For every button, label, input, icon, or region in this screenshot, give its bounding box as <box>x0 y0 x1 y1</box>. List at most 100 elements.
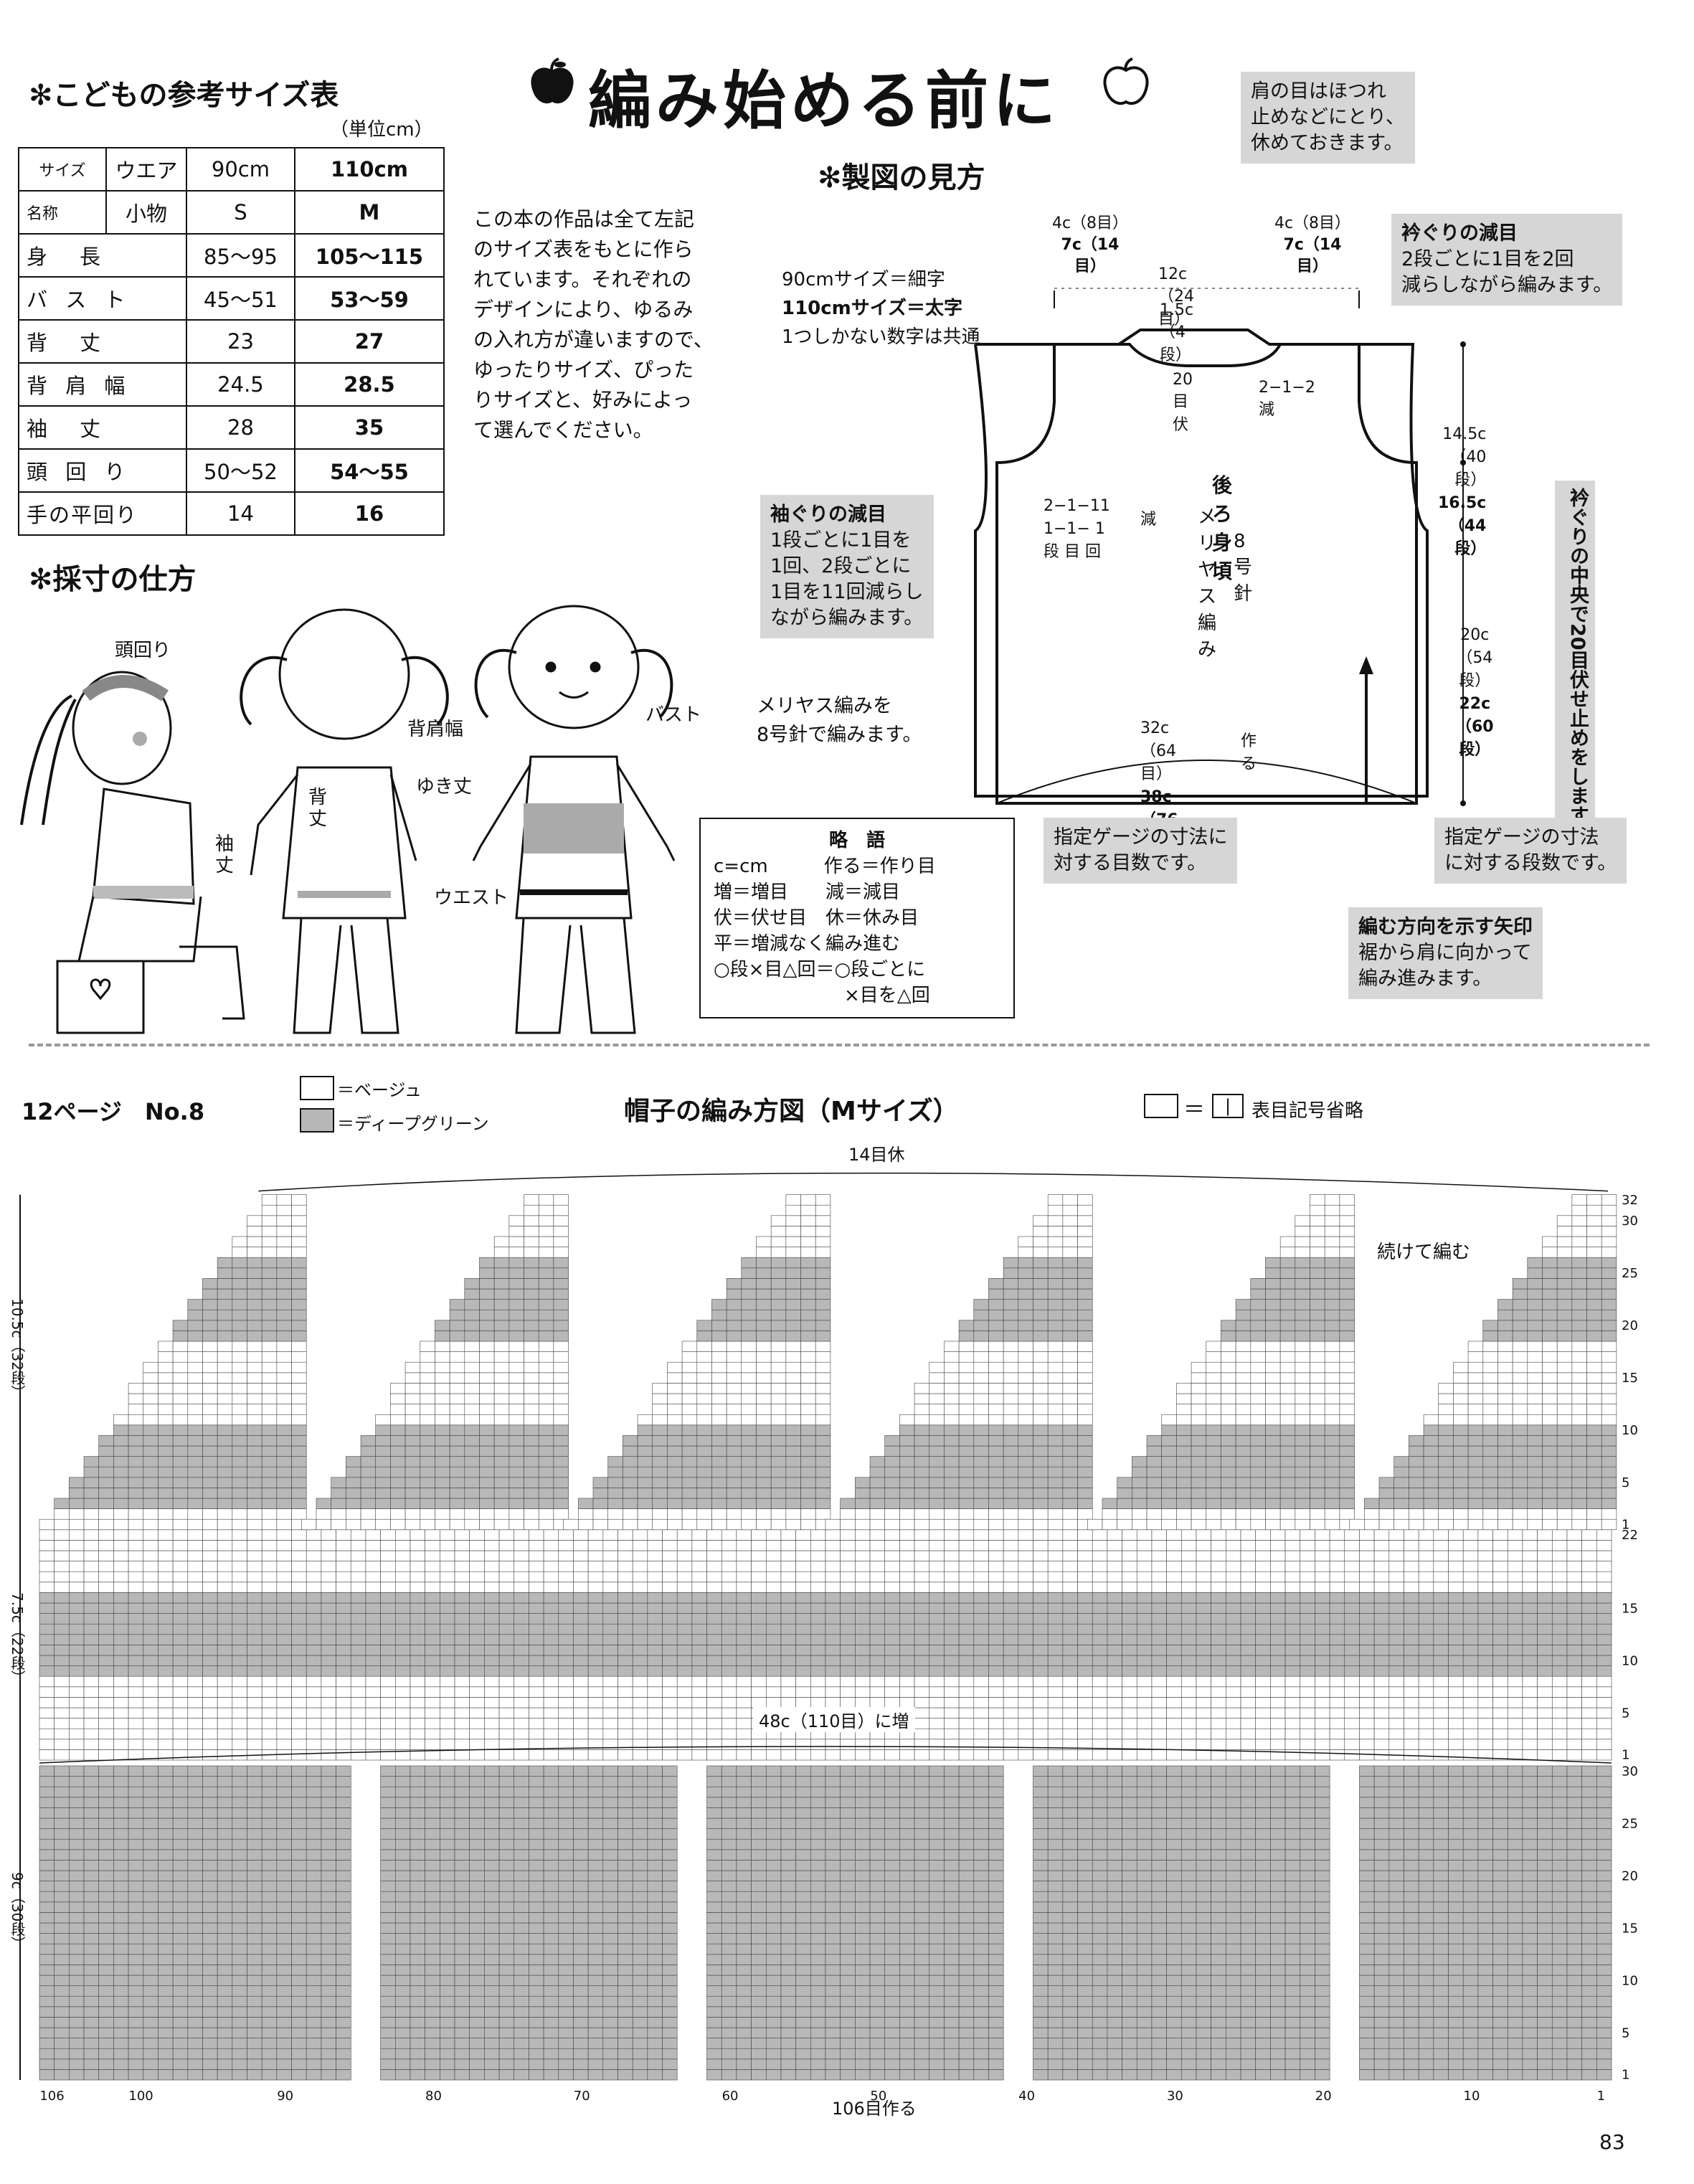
chart-cell <box>454 1860 470 1871</box>
chart-cell <box>1181 1728 1197 1740</box>
chart-cell <box>1226 1933 1241 1944</box>
chart-cell <box>543 1797 559 1808</box>
chart-cell <box>869 1849 886 1861</box>
chart-cell <box>202 1749 218 1761</box>
chart-cell <box>780 1623 796 1635</box>
chart-cell <box>1596 2038 1612 2049</box>
chart-cell <box>647 1749 663 1761</box>
chart-cell <box>1359 1655 1375 1666</box>
chart-cell <box>1507 1870 1523 1881</box>
chart-cell <box>306 2038 322 2049</box>
chart-cell <box>498 1828 515 1840</box>
chart-cell <box>1033 1707 1049 1719</box>
chart-cell <box>795 1797 811 1808</box>
chart-cell <box>39 1718 55 1729</box>
chart-cell <box>1240 1697 1256 1708</box>
chart-cell <box>1462 1655 1479 1666</box>
chart-cell <box>780 1838 796 1850</box>
chart-cell <box>765 2058 782 2070</box>
chart-cell <box>780 1881 796 1892</box>
chart-cell <box>1448 1765 1464 1777</box>
chart-cell <box>113 1613 129 1625</box>
chart-cell <box>736 1849 752 1861</box>
chart-cell <box>1122 1739 1137 1750</box>
chart-cell <box>662 1561 678 1572</box>
chart-cell <box>1226 1985 1241 1997</box>
chart-cell <box>261 2048 278 2060</box>
chart-cell <box>217 2006 233 2018</box>
chart-cell <box>1211 1786 1226 1798</box>
chart-cell <box>39 2058 55 2070</box>
chart-cell <box>172 1995 189 2008</box>
chart-cell <box>751 2069 767 2081</box>
chart-cell <box>1092 1943 1108 1955</box>
chart-cell <box>1507 1797 1523 1808</box>
chart-cell <box>914 1870 930 1881</box>
chart-cell <box>884 2048 900 2060</box>
chart-cell <box>1300 1797 1315 1808</box>
note-gauge-rows: 指定ゲージの寸法に対する段数です。 <box>1434 818 1627 884</box>
chart-cell <box>573 1718 589 1729</box>
chart-cell <box>1477 1613 1493 1625</box>
chart-cell <box>1477 1995 1493 2008</box>
size-table-heading: ✻こどもの参考サイズ表 <box>29 79 339 112</box>
chart-cell <box>1433 1943 1449 1955</box>
chart-cell <box>751 1592 767 1604</box>
chart-cell <box>158 1623 174 1635</box>
chart-cell <box>573 1943 589 1955</box>
size-table-unit: （単位cm） <box>330 119 433 141</box>
chart-cell <box>1136 1739 1153 1750</box>
chart-cell <box>128 1665 144 1677</box>
chart-cell <box>69 1985 85 1997</box>
chart-cell <box>1166 1718 1182 1729</box>
chart-cell <box>187 1739 203 1750</box>
chart-cell <box>929 1697 945 1708</box>
chart-cell <box>617 1665 633 1677</box>
chart-cell <box>1062 1975 1078 1986</box>
chart-cell <box>276 1817 292 1829</box>
chart-cell <box>1077 1797 1093 1808</box>
chart-cell <box>1255 1870 1271 1881</box>
chart-cell <box>691 1739 707 1750</box>
chart-cell <box>1270 1797 1286 1808</box>
chart-cell <box>1181 1592 1197 1604</box>
chart-cell <box>869 2017 886 2028</box>
chart-cell <box>1122 1828 1137 1840</box>
chart-cell <box>529 1954 544 1965</box>
chart-cell <box>1537 1786 1553 1798</box>
chart-cell <box>128 1739 144 1750</box>
chart-cell <box>321 1613 336 1625</box>
chart-cell <box>232 1881 247 1892</box>
chart-cell <box>306 1849 322 1861</box>
chart-cell <box>543 1860 559 1871</box>
chart-cell <box>1062 1985 1078 1997</box>
chart-cell <box>1151 1849 1167 1861</box>
chart-cell <box>914 1922 930 1934</box>
chart-cell <box>484 2069 500 2081</box>
chart-cell <box>187 1634 203 1645</box>
chart-cell <box>143 1828 158 1840</box>
chart-cell <box>602 1602 618 1614</box>
chart-cell <box>1181 1707 1197 1719</box>
chart-cell <box>1122 1645 1137 1656</box>
chart-cell <box>662 1828 678 1840</box>
chart-cell <box>261 1582 278 1593</box>
chart-cell <box>721 1571 737 1583</box>
chart-cell <box>498 1860 515 1871</box>
chart-cell <box>143 1739 158 1750</box>
chart-cell <box>514 1828 529 1840</box>
chart-cell <box>1448 1613 1464 1625</box>
chart-cell <box>261 1943 278 1955</box>
chart-cell <box>1433 2006 1449 2018</box>
chart-cell <box>825 1995 841 2008</box>
chart-cell <box>1522 1975 1538 1986</box>
chart-cell <box>647 1985 663 1997</box>
chart-cell <box>1537 1975 1553 1986</box>
chart-cell <box>529 1922 544 1934</box>
chart-cell <box>973 1645 989 1656</box>
chart-cell <box>706 1571 722 1583</box>
chart-cell <box>573 1665 589 1677</box>
chart-cell <box>276 1592 292 1604</box>
chart-cell <box>1092 1786 1108 1798</box>
chart-cell <box>884 1849 900 1861</box>
